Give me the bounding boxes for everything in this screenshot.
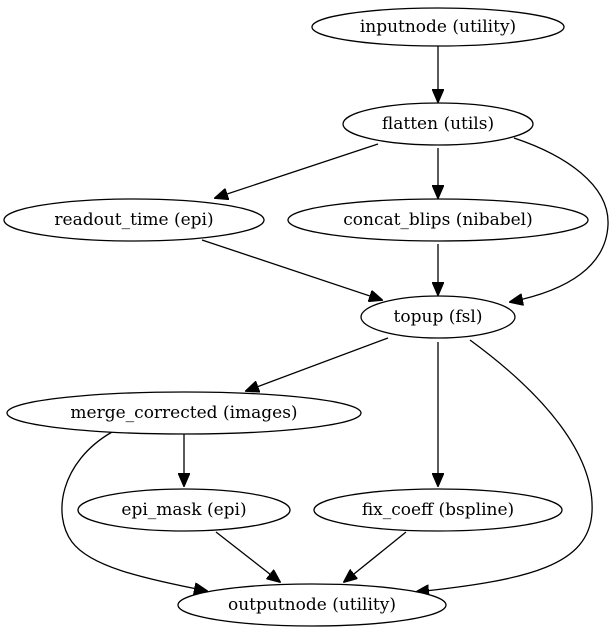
edge-flatten-to-topup [510, 137, 609, 302]
edge-flatten-to-readout-time [215, 143, 379, 198]
node-label-outputnode: outputnode (utility) [228, 595, 396, 615]
edge-readout-time-to-topup [201, 239, 382, 300]
edges-layer [61, 46, 609, 592]
node-epi-mask: epi_mask (epi) [77, 488, 291, 532]
node-fix-coeff: fix_coeff (bspline) [313, 488, 563, 532]
node-label-fix-coeff: fix_coeff (bspline) [362, 500, 514, 520]
node-readout-time: readout_time (epi) [3, 198, 265, 242]
node-inputnode: inputnode (utility) [311, 7, 565, 47]
node-label-merge-corrected: merge_corrected (images) [70, 403, 297, 423]
node-concat-blips: concat_blips (nibabel) [287, 198, 589, 242]
edge-topup-to-outputnode [416, 339, 593, 592]
nodes-layer: inputnode (utility) flatten (utils) read… [3, 7, 589, 627]
node-label-epi-mask: epi_mask (epi) [121, 500, 246, 520]
node-label-flatten: flatten (utils) [382, 114, 494, 134]
edge-merge-corrected-to-outputnode [61, 431, 207, 591]
edge-fix-coeff-to-outputnode [344, 531, 407, 582]
node-flatten: flatten (utils) [342, 102, 534, 146]
edge-epi-mask-to-outputnode [215, 531, 280, 582]
node-label-inputnode: inputnode (utility) [360, 17, 516, 37]
node-label-topup: topup (fsl) [394, 307, 483, 327]
node-outputnode: outputnode (utility) [177, 583, 447, 627]
node-label-readout-time: readout_time (epi) [54, 210, 213, 230]
node-merge-corrected: merge_corrected (images) [6, 391, 362, 435]
edge-topup-to-merge-corrected [246, 337, 389, 391]
node-label-concat-blips: concat_blips (nibabel) [343, 210, 533, 230]
node-topup: topup (fsl) [360, 295, 516, 339]
